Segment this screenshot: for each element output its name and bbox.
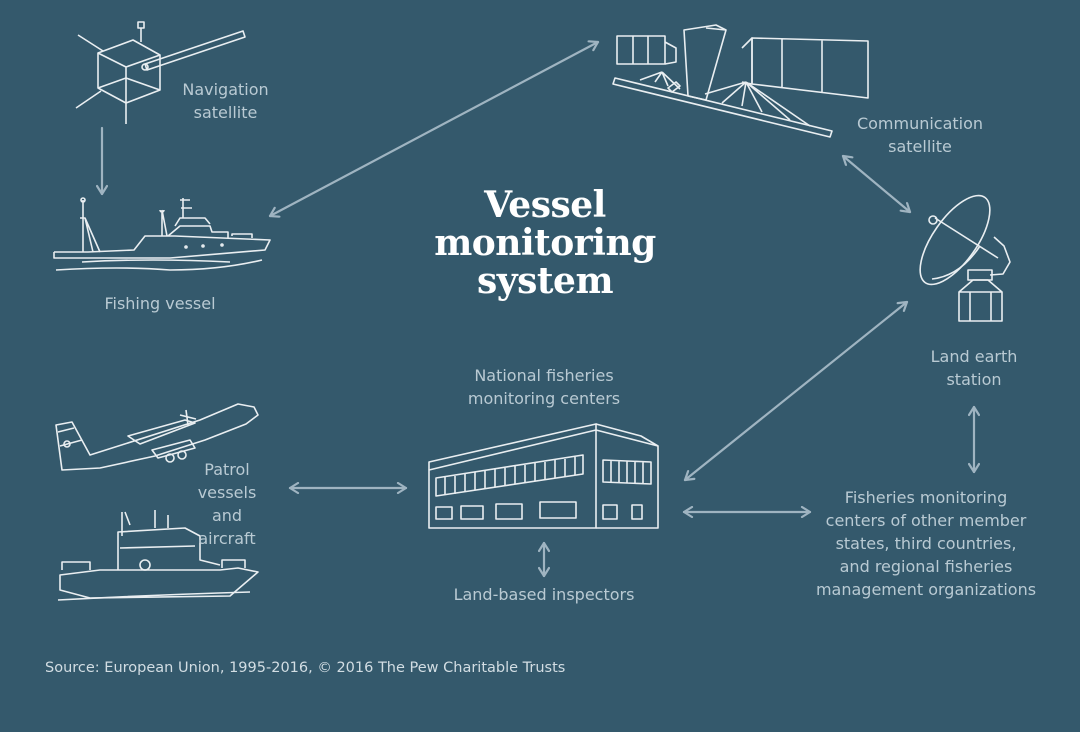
- inspectors-label: Land-based inspectors: [453, 585, 635, 604]
- communication-satellite-icon: [612, 24, 869, 138]
- navigation-satellite-icon: [75, 21, 246, 124]
- label-line: Land earth: [930, 347, 1018, 366]
- label-line: and regional fisheries: [839, 557, 1013, 576]
- label-line: Communication: [856, 114, 984, 133]
- label-line: station: [946, 370, 1002, 389]
- source-credit: Source: European Union, 1995-2016, © 201…: [45, 660, 566, 676]
- arrow-station-national: [683, 300, 909, 482]
- label-line: aircraft: [198, 529, 256, 548]
- label-line: monitoring centers: [467, 389, 621, 408]
- label-line: management organizations: [815, 580, 1037, 599]
- label-line: Patrol: [204, 460, 250, 479]
- patrol-label: Patrol vessels and aircraft: [187, 458, 267, 550]
- label-line: satellite: [888, 137, 952, 156]
- building-icon: [428, 423, 659, 529]
- label-line: National fisheries: [474, 366, 614, 385]
- other-centers-label: Fisheries monitoring centers of other me…: [806, 486, 1046, 601]
- page-title: Vessel monitoring system: [420, 186, 670, 300]
- label-line: vessels and: [197, 483, 257, 525]
- fishing-vessel-label: Fishing vessel: [104, 294, 216, 313]
- land-earth-station-label: Land earth station: [914, 345, 1034, 391]
- satellite-dish-icon: [919, 194, 1011, 322]
- national-centers-label: National fisheries monitoring centers: [454, 364, 634, 410]
- label-line: Fisheries monitoring: [844, 488, 1008, 507]
- label-line: satellite: [193, 103, 258, 122]
- title-line-1: Vessel: [484, 184, 606, 226]
- label-line: centers of other member: [825, 511, 1027, 530]
- communication-satellite-label: Communication satellite: [845, 112, 995, 158]
- fishing-vessel-icon: [53, 197, 271, 271]
- label-line: Navigation: [182, 80, 269, 99]
- patrol-aircraft-icon: [55, 403, 259, 471]
- arrow-vessel-comsat: [268, 42, 600, 216]
- patrol-boat-icon: [57, 510, 259, 601]
- navigation-satellite-label: Navigation satellite: [168, 78, 283, 124]
- arrow-comsat-station: [841, 154, 912, 214]
- title-line-3: system: [476, 260, 614, 302]
- title-line-2: monitoring: [434, 222, 656, 264]
- label-line: states, third countries,: [835, 534, 1017, 553]
